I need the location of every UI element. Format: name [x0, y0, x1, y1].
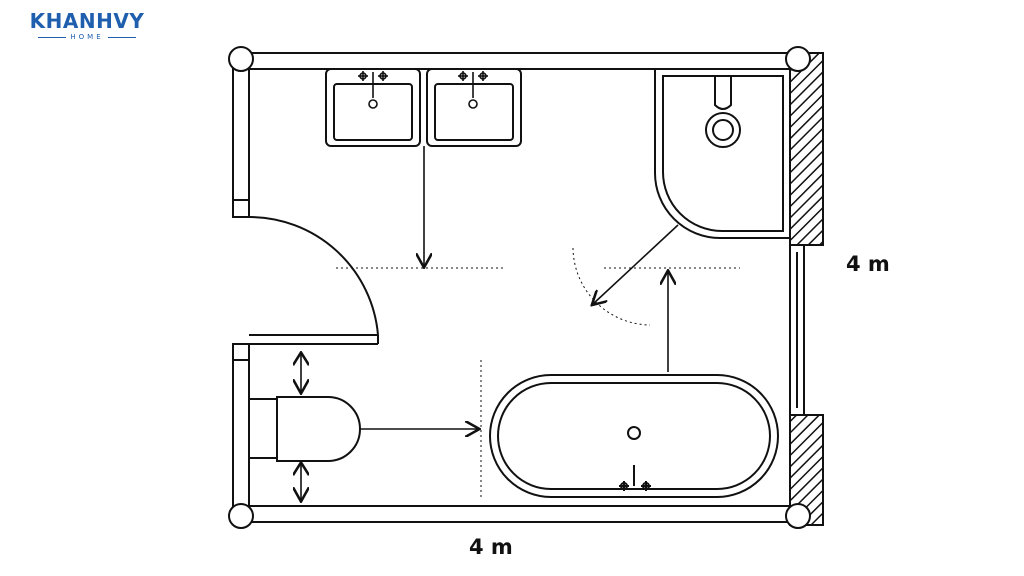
- door-swing-arc: [248, 215, 379, 336]
- dimension-bottom-label: 4 m: [469, 535, 513, 559]
- top-wall: [242, 52, 797, 70]
- left-wall-lower: [232, 343, 250, 515]
- column-bottom-left: [228, 503, 254, 529]
- left-wall-upper: [232, 59, 250, 218]
- exterior-wall-hatch-upper: [789, 52, 824, 246]
- shower-clearance-arrow: [593, 224, 679, 304]
- column-bottom-right: [785, 503, 811, 529]
- logo-brand-text: KHANHVY: [29, 9, 145, 33]
- khanhvy-logo: KHANHVY HOME: [22, 10, 152, 42]
- toilet: [248, 396, 361, 462]
- logo-sub-text: HOME: [22, 33, 152, 42]
- column-top-right: [785, 46, 811, 72]
- dimension-right-label: 4 m: [846, 252, 890, 276]
- double-sink-vanity: [325, 68, 522, 147]
- bottom-wall: [242, 505, 797, 523]
- corner-shower: [654, 68, 791, 239]
- bathtub: [489, 374, 779, 498]
- column-top-left: [228, 46, 254, 72]
